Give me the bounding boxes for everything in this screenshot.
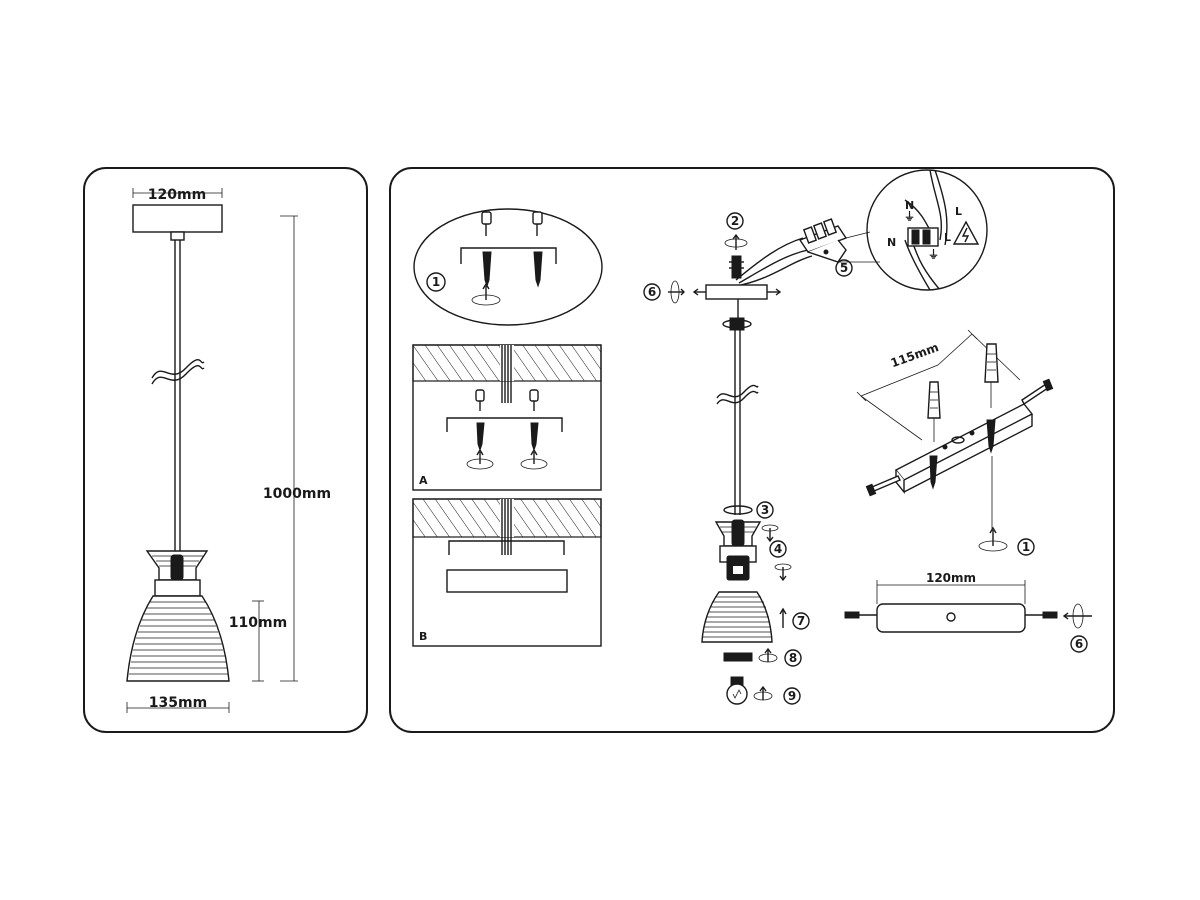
pendant-shade [126,550,230,682]
bracket-top-view: 120mm 6 [844,571,1092,653]
wiring-live-top: L [955,205,962,218]
dimension-bracket-hole-spacing: 115mm [889,340,941,370]
canopy [132,188,223,241]
drilling-detail: 1 [413,208,603,326]
wiring-live-bottom: L [944,231,951,244]
wiring-ground-bottom: ⏚ [928,248,939,261]
wiring-neutral-bottom: N [887,236,896,249]
step-1-bracket-label: 1 [1022,540,1030,554]
dimension-shade-height: 110mm [229,615,287,631]
rotate-arrow-icon [471,282,501,306]
wiring-neutral-top: N [905,199,914,212]
step-6-bracket-label: 6 [1075,637,1083,651]
step-3-label: 3 [761,503,769,517]
bulb-icon [726,676,748,705]
terminal-block: 5 [798,218,880,277]
pendant-assembly: 2 6 [643,212,813,705]
dimension-bracket-width: 120mm [926,571,976,585]
bracket-mounting-detail: 115mm [856,329,1054,556]
dimension-lines [126,215,298,713]
installation-panel: 1 A [389,167,1115,733]
panel-a-label: A [419,474,428,487]
screw-icon [482,251,543,288]
step-5-label: 5 [840,261,848,275]
dimension-cable-length: 1000mm [263,486,331,502]
wiring-detail: N ⏚ L N L ⏚ [866,169,988,291]
dimensions-panel: 120mm [83,167,368,733]
dimension-shade-width: 135mm [149,695,207,711]
step-8-label: 8 [789,651,797,665]
step-7-label: 7 [797,614,805,628]
dimension-canopy-width: 120mm [148,187,206,203]
hazard-voltage-icon [952,220,980,245]
step-4-label: 4 [774,542,782,556]
step-9-label: 9 [788,689,796,703]
step-6-label: 6 [648,285,656,299]
panel-b-label: B [419,630,427,643]
wiring-ground-top: ⏚ [904,210,915,223]
step-1-label: 1 [432,275,440,289]
mounting-panel-a: A [412,344,602,491]
cable [151,240,205,558]
wall-plug-icon [481,211,543,236]
mounting-panel-b: B [412,498,602,647]
step-2-label: 2 [731,214,739,228]
